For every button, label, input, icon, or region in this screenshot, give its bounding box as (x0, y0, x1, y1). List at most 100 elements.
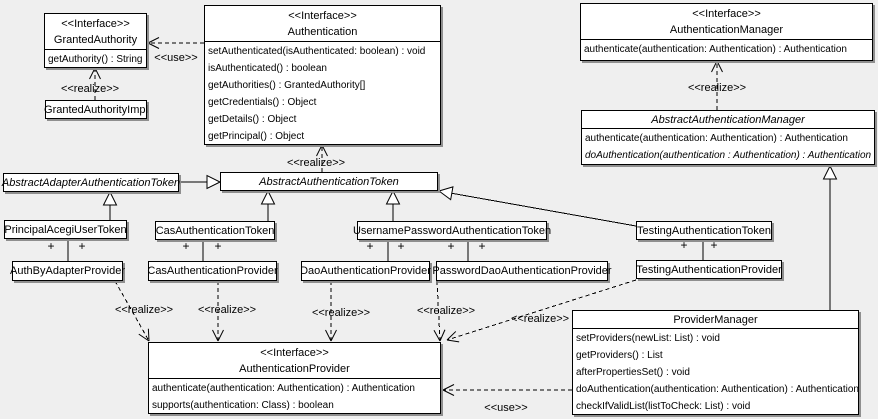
method: getAuthority() : String (48, 54, 143, 65)
class-dao-authentication-provider[interactable]: DaoAuthenticationProvider (300, 261, 431, 281)
class-name: CasAuthenticationProvider (147, 265, 278, 277)
class-title: CasAuthenticationToken (156, 223, 275, 239)
method: getCredentials() : Object (208, 97, 317, 108)
class-password-dao-authentication-provider[interactable]: PasswordDaoAuthenticationProvider (432, 261, 612, 281)
edge-realize-abstractauthenticationtoken-authentication: <<realize>> (287, 144, 345, 172)
class-title: <<Interface>> AuthenticationManager (581, 4, 872, 39)
class-abstract-authentication-token[interactable]: AbstractAuthenticationToken (220, 172, 438, 191)
edge-realize-abstractauthenticationmanager-authenticationmanager: <<realize>> (688, 60, 746, 110)
association-end-label: + (78, 239, 85, 253)
class-title: <<Interface>> AuthenticationProvider (149, 343, 440, 378)
class-title: TestingAuthenticationToken (637, 223, 771, 239)
association-end-label: + (182, 239, 189, 253)
class-title: CasAuthenticationProvider (147, 263, 277, 279)
class-testing-authentication-provider[interactable]: TestingAuthenticationProvider (636, 260, 782, 279)
edge-label-realize: <<realize>> (198, 304, 256, 316)
stereotype-label: <<Interface>> (260, 347, 329, 359)
class-name: AuthByAdapterProvider (10, 265, 125, 277)
methods-compartment: getAuthority() : String (45, 49, 146, 68)
class-title: <<Interface>>GrantedAuthority (45, 14, 146, 49)
edge-use-authentication-grantedauthority: <<use>> (147, 37, 204, 64)
class-title: GrantedAuthorityImpl (44, 102, 148, 118)
edge-label-realize: <<realize>> (61, 83, 119, 95)
stereotype-label: <<Interface>> (692, 8, 761, 20)
class-title: UsernamePasswordAuthenticationToken (353, 223, 551, 239)
association-end-label: + (680, 238, 687, 252)
class-granted-authority-impl[interactable]: GrantedAuthorityImpl (44, 100, 148, 119)
edge-generalization-principalacegiusertoken-abstractadapterauthenticationtoken (102, 190, 118, 220)
class-username-password-authentication-token[interactable]: UsernamePasswordAuthenticationToken (353, 221, 551, 240)
edge-association-testingauthenticationtoken-testingauthenticationprovider: ++ (680, 238, 718, 260)
stereotype-label: <<Interface>> (288, 10, 357, 22)
class-principal-acegi-user-token[interactable]: PrincipalAcegiUserToken (4, 220, 127, 239)
edge-realize-passworddaoauthenticationprovider-authenticationprovider: <<realize>> (417, 280, 475, 342)
association-end-label: + (478, 239, 485, 253)
class-provider-manager[interactable]: ProviderManager setProviders(newList: Lis… (572, 310, 859, 415)
method: checkIfValidList(listToCheck: List) : vo… (576, 401, 751, 412)
class-cas-authentication-provider[interactable]: CasAuthenticationProvider (147, 261, 278, 281)
class-name: GrantedAuthorityImpl (44, 103, 148, 116)
edge-label-realize: <<realize>> (287, 157, 345, 169)
edge-generalization-testingauthenticationtoken-abstractauthenticationtoken (437, 186, 637, 227)
class-title: PasswordDaoAuthenticationProvider (432, 263, 611, 279)
association-end-label: + (366, 239, 373, 253)
edge-realize-daoauthenticationprovider-authenticationprovider: <<realize>> (312, 281, 370, 342)
method: getProviders() : List (576, 350, 663, 361)
methods-compartment: setAuthenticated(isAuthenticated: boolea… (205, 41, 440, 145)
method: getAuthorities() : GrantedAuthority[] (208, 80, 366, 91)
edge-label-realize: <<realize>> (312, 307, 370, 319)
edge-label-use: <<use>> (484, 402, 527, 414)
class-cas-authentication-token[interactable]: CasAuthenticationToken (155, 221, 275, 240)
class-name: AuthenticationManager (669, 24, 784, 36)
class-title: <<Interface>> Authentication (205, 6, 440, 41)
methods-compartment: authenticate(authentication: Authenticat… (149, 378, 440, 414)
class-name: AbstractAdapterAuthenticationToken (1, 176, 181, 189)
edge-realize-testingauthenticationprovider-authenticationprovider: <<realize>> (446, 279, 637, 343)
class-auth-by-adapter-provider[interactable]: AuthByAdapterProvider (10, 261, 125, 281)
stereotype-label: <<Interface>> (61, 18, 130, 30)
association-end-label: + (214, 239, 221, 253)
edge-association-casauthenticationtoken-casauthenticationprovider: ++ (182, 239, 222, 261)
edge-generalization-providermanager-abstractauthenticationmanager (822, 164, 838, 310)
class-authentication-manager[interactable]: <<Interface>> AuthenticationManager authen… (580, 3, 873, 61)
method: getPrincipal() : Object (208, 131, 305, 142)
class-name: PasswordDaoAuthenticationProvider (432, 265, 612, 277)
association-end-label: + (710, 238, 717, 252)
class-testing-authentication-token[interactable]: TestingAuthenticationToken (636, 221, 772, 240)
class-authentication[interactable]: <<Interface>> Authentication setAuthentica… (204, 5, 441, 145)
class-authentication-provider[interactable]: <<Interface>> AuthenticationProvider authe… (148, 342, 441, 414)
class-granted-authority[interactable]: <<Interface>>GrantedAuthority getAuthorit… (44, 13, 147, 68)
methods-compartment: authenticate(authentication: Authenticat… (581, 39, 872, 58)
class-abstract-adapter-authentication-token[interactable]: AbstractAdapterAuthenticationToken (2, 173, 180, 192)
class-name: TestingAuthenticationProvider (636, 263, 782, 276)
edge-label-realize: <<realize>> (688, 82, 746, 94)
class-name: TestingAuthenticationToken (637, 224, 771, 237)
class-abstract-authentication-manager[interactable]: AbstractAuthenticationManager authenticat… (581, 110, 875, 165)
method: doAuthentication(authentication: Authent… (576, 384, 859, 395)
edge-realize-grantedauthorityimpl-grantedauthority: <<realize>> (61, 67, 119, 100)
edge-label-realize: <<realize>> (417, 305, 475, 317)
method: setProviders(newList: List) : void (576, 333, 720, 344)
methods-compartment: authenticate(authentication: Authenticat… (582, 128, 874, 164)
method: isAuthenticated() : boolean (208, 63, 327, 74)
class-name: PrincipalAcegiUserToken (4, 223, 127, 236)
edge-use-providermanager-authenticationprovider: <<use>> (442, 384, 572, 414)
edge-generalization-usernamepasswordauthenticationtoken-abstractauthenticationtoken (385, 189, 401, 221)
class-name: AuthenticationProvider (239, 363, 350, 375)
method: authenticate(authentication: Authenticat… (584, 44, 847, 55)
class-name: AbstractAuthenticationToken (259, 175, 399, 188)
method: authenticate(authentication: Authenticat… (585, 133, 848, 144)
edge-label-use: <<use>> (154, 52, 197, 64)
class-name: Authentication (287, 26, 358, 38)
edge-realize-casauthenticationprovider-authenticationprovider: <<realize>> (198, 281, 256, 342)
class-title: AbstractAdapterAuthenticationToken (2, 175, 180, 191)
edge-realize-authbyadapterprovider-authenticationprovider: <<realize>> (114, 280, 173, 342)
class-name: ProviderManager (673, 314, 758, 326)
association-end-label: + (397, 239, 404, 253)
class-name: CasAuthenticationToken (155, 224, 275, 237)
class-name: AbstractAuthenticationManager (651, 114, 805, 126)
method: setAuthenticated(isAuthenticated: boolea… (208, 46, 426, 57)
edge-association-usernamepasswordauthenticationtoken-daoauthenticationprovider: ++ (366, 239, 405, 261)
